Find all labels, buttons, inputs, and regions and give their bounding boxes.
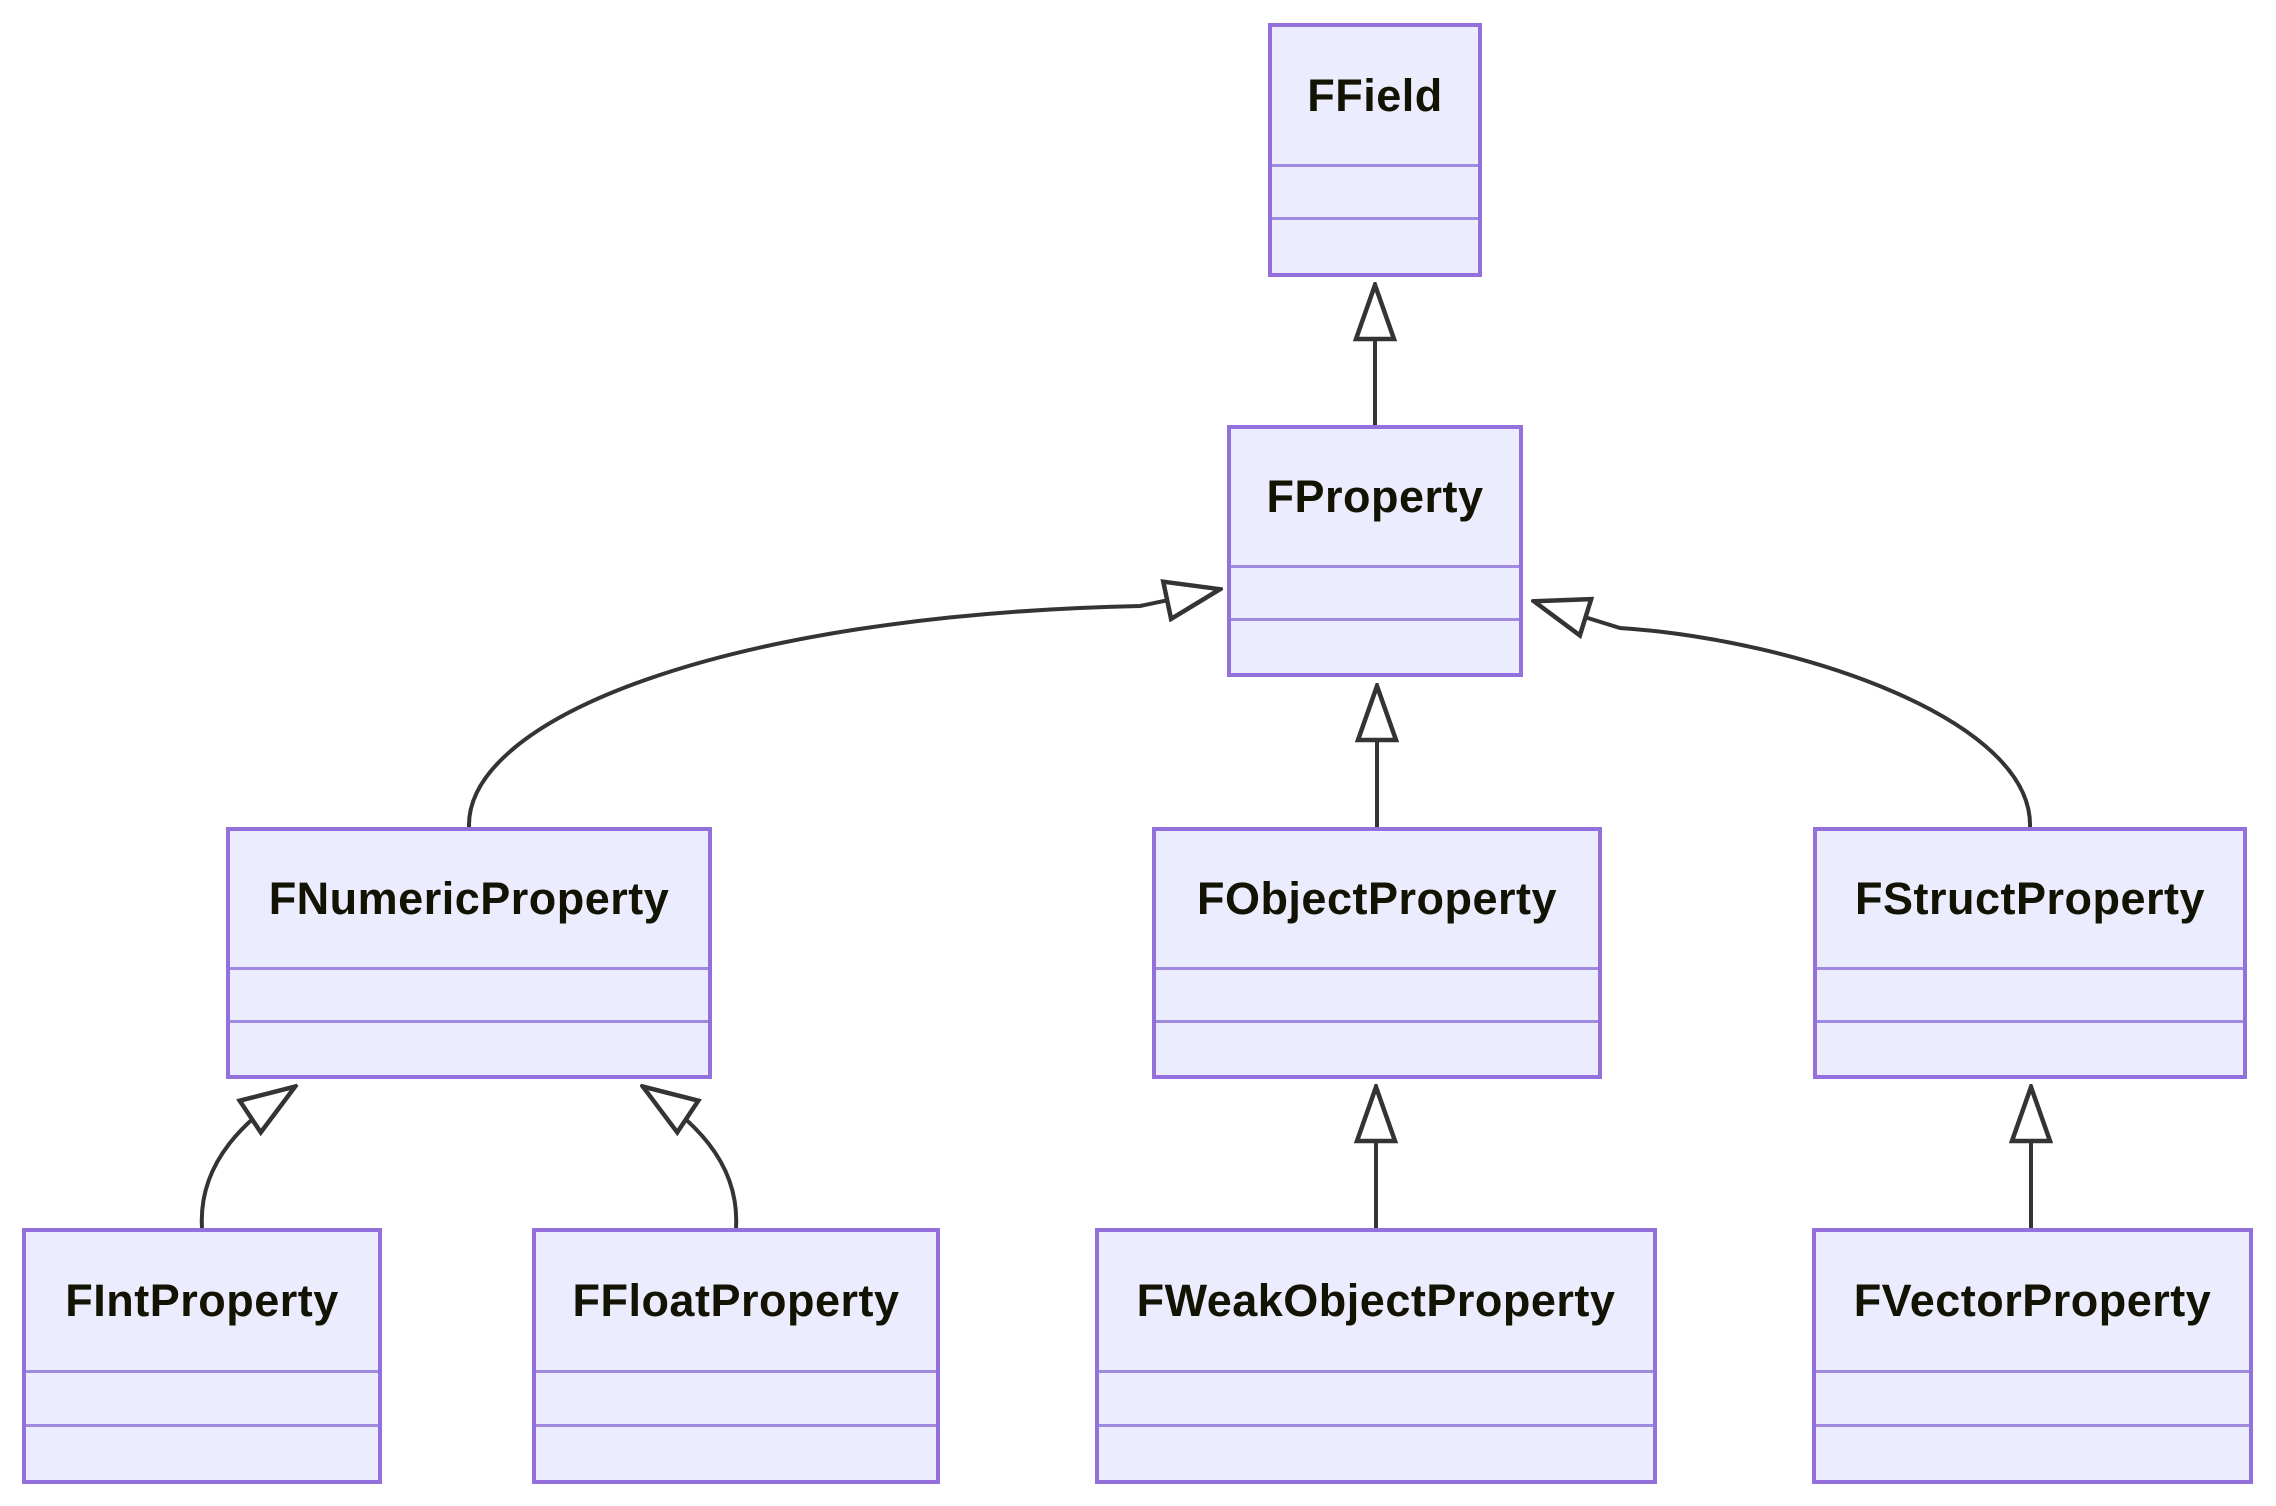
attributes-compartment [1231, 568, 1519, 621]
class-box-fvectorproperty: FVectorProperty [1812, 1228, 2253, 1484]
methods-compartment [230, 1023, 708, 1075]
edge-ffloatproperty-to-fnumericproperty [642, 1086, 739, 1229]
methods-compartment [1272, 220, 1478, 273]
class-name: FNumericProperty [230, 831, 708, 971]
class-name: FWeakObjectProperty [1099, 1232, 1653, 1374]
attributes-compartment [1817, 970, 2243, 1023]
methods-compartment [536, 1427, 936, 1480]
class-name: FFloatProperty [536, 1232, 936, 1374]
attributes-compartment [1816, 1373, 2249, 1427]
class-name: FStructProperty [1817, 831, 2243, 971]
class-box-fproperty: FProperty [1227, 425, 1523, 677]
class-box-fobjectproperty: FObjectProperty [1152, 827, 1602, 1079]
class-box-fweakobjectproperty: FWeakObjectProperty [1095, 1228, 1657, 1484]
methods-compartment [26, 1427, 378, 1480]
class-box-ffloatproperty: FFloatProperty [532, 1228, 940, 1484]
methods-compartment [1231, 621, 1519, 673]
class-name: FVectorProperty [1816, 1232, 2249, 1374]
class-box-fstructproperty: FStructProperty [1813, 827, 2247, 1079]
attributes-compartment [26, 1373, 378, 1427]
class-name: FIntProperty [26, 1232, 378, 1374]
methods-compartment [1156, 1023, 1598, 1075]
class-box-fnumericproperty: FNumericProperty [226, 827, 712, 1079]
edge-fstructproperty-to-fproperty [1533, 601, 2033, 828]
class-name: FObjectProperty [1156, 831, 1598, 971]
attributes-compartment [1272, 167, 1478, 221]
methods-compartment [1099, 1427, 1653, 1480]
attributes-compartment [230, 970, 708, 1023]
attributes-compartment [1099, 1373, 1653, 1427]
attributes-compartment [536, 1373, 936, 1427]
edge-fintproperty-to-fnumericproperty [199, 1086, 296, 1229]
class-box-fintproperty: FIntProperty [22, 1228, 382, 1484]
edge-fnumericproperty-to-fproperty [466, 589, 1221, 828]
attributes-compartment [1156, 970, 1598, 1023]
class-box-ffield: FField [1268, 23, 1482, 277]
methods-compartment [1817, 1023, 2243, 1075]
methods-compartment [1816, 1427, 2249, 1480]
class-name: FField [1272, 27, 1478, 168]
class-name: FProperty [1231, 429, 1519, 569]
